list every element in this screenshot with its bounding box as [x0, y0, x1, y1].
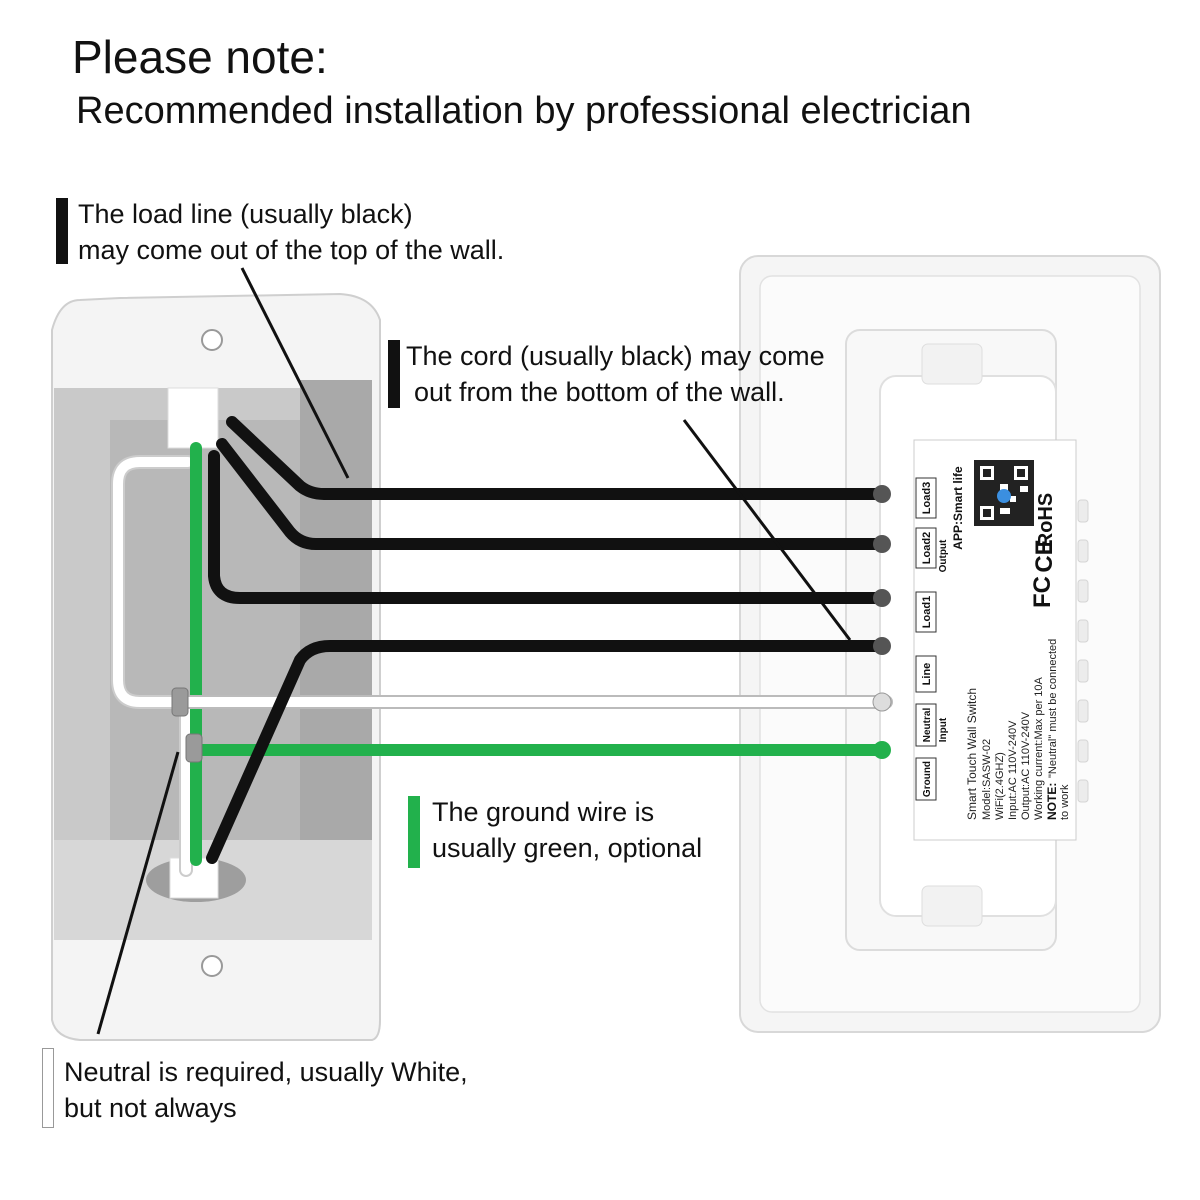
terminal-label-load2: Load2 — [921, 532, 933, 564]
callout-bar-white — [42, 1048, 54, 1128]
wires — [111, 416, 893, 877]
callout-cord-2: out from the bottom of the wall. — [414, 377, 785, 407]
callout-bar-green — [408, 796, 420, 868]
neutral-loop — [113, 457, 193, 707]
terminal-label-load3: Load3 — [921, 482, 933, 514]
callout-load-line: The load line (usually black) may come o… — [56, 196, 526, 268]
wall-box-side-shade — [300, 380, 372, 940]
callout-neutral-1: Neutral is required, usually White, — [64, 1057, 468, 1087]
load3-wire — [226, 416, 890, 500]
input-tag: Input — [938, 717, 949, 742]
page-subtitle: Recommended installation by professional… — [76, 90, 972, 132]
spec-line-3: WiFi(2.4GHZ) — [994, 752, 1006, 820]
app-label: APP:Smart life — [951, 466, 965, 550]
spec-line-5: Output:AC 110V-240V — [1020, 711, 1032, 820]
callout-neutral-text: Neutral is required, usually White, but … — [64, 1054, 468, 1126]
spec-line-6: Working current:Max per 10A — [1033, 676, 1045, 820]
screw-load1 — [873, 589, 891, 607]
rohs-mark: RoHS — [1035, 493, 1057, 547]
terminal-label-line: Line — [921, 663, 933, 686]
terminal-label-ground: Ground — [922, 761, 933, 797]
load1-wire — [208, 450, 890, 604]
note-label: NOTE: — [1045, 783, 1059, 820]
top-conduit — [167, 387, 219, 449]
terminal-label-load1: Load1 — [921, 596, 933, 628]
wall-box — [51, 292, 381, 1041]
page-title: Please note: — [72, 31, 328, 83]
callout-ground: The ground wire is usually green, option… — [408, 794, 728, 870]
terminal-labels: Load3 Load2 Load1 Line Neutral Ground Ou… — [915, 477, 949, 801]
screw-neutral — [872, 692, 892, 712]
module-top-tab — [921, 343, 983, 385]
qr-code — [974, 460, 1034, 526]
spec-line-4: Input:AC 110V-240V — [1007, 720, 1019, 820]
terminal-screws — [872, 485, 892, 759]
fc-mark: FC — [1029, 576, 1056, 608]
callout-bar-black — [56, 198, 68, 264]
bottom-screw-hole — [201, 955, 223, 977]
spec-line-1: Smart Touch Wall Switch — [965, 688, 979, 820]
screw-load2 — [873, 535, 891, 553]
note-text: "Neutral" must be connected — [1047, 639, 1059, 778]
pointer-lines — [96, 267, 852, 1035]
module-bottom-tab — [921, 885, 983, 927]
neutral-clamp-upper — [171, 687, 189, 717]
screw-ground — [873, 741, 891, 759]
cord-pointer — [682, 419, 852, 641]
callout-cord: The cord (usually black) may come out fr… — [388, 338, 838, 410]
neutral-clamp-lower — [185, 733, 203, 763]
top-screw-hole — [201, 329, 223, 351]
note-text-2: to work — [1059, 784, 1071, 820]
callout-cord-1: The cord (usually black) may come — [406, 341, 825, 371]
callout-ground-1: The ground wire is — [432, 797, 655, 827]
module-ridges — [1077, 499, 1089, 803]
callout-load-line-1: The load line (usually black) — [78, 199, 413, 229]
callout-cord-text: The cord (usually black) may come out fr… — [406, 338, 825, 410]
ce-mark: CE — [1031, 539, 1058, 572]
callout-neutral-2: but not always — [64, 1093, 237, 1123]
output-tag: Output — [938, 539, 949, 572]
wall-box-back-shade — [110, 420, 300, 900]
callout-neutral: Neutral is required, usually White, but … — [42, 1048, 482, 1128]
line-wire — [206, 640, 890, 864]
callout-load-line-text: The load line (usually black) may come o… — [78, 196, 504, 268]
load-line-pointer — [240, 267, 350, 479]
spec-line-2: Model:SASW-02 — [981, 739, 993, 820]
callout-ground-text: The ground wire is usually green, option… — [432, 794, 702, 866]
load2-wire — [216, 438, 890, 550]
callout-ground-2: usually green, optional — [432, 833, 703, 863]
terminal-label-neutral: Neutral — [922, 708, 933, 743]
screw-line — [873, 637, 891, 655]
callout-bar-black — [388, 340, 400, 408]
spec-text: Smart Touch Wall Switch Model:SASW-02 Wi… — [965, 639, 1071, 820]
screw-load3 — [873, 485, 891, 503]
callout-load-line-2: may come out of the top of the wall. — [78, 235, 505, 265]
neutral-pointer — [96, 751, 180, 1035]
